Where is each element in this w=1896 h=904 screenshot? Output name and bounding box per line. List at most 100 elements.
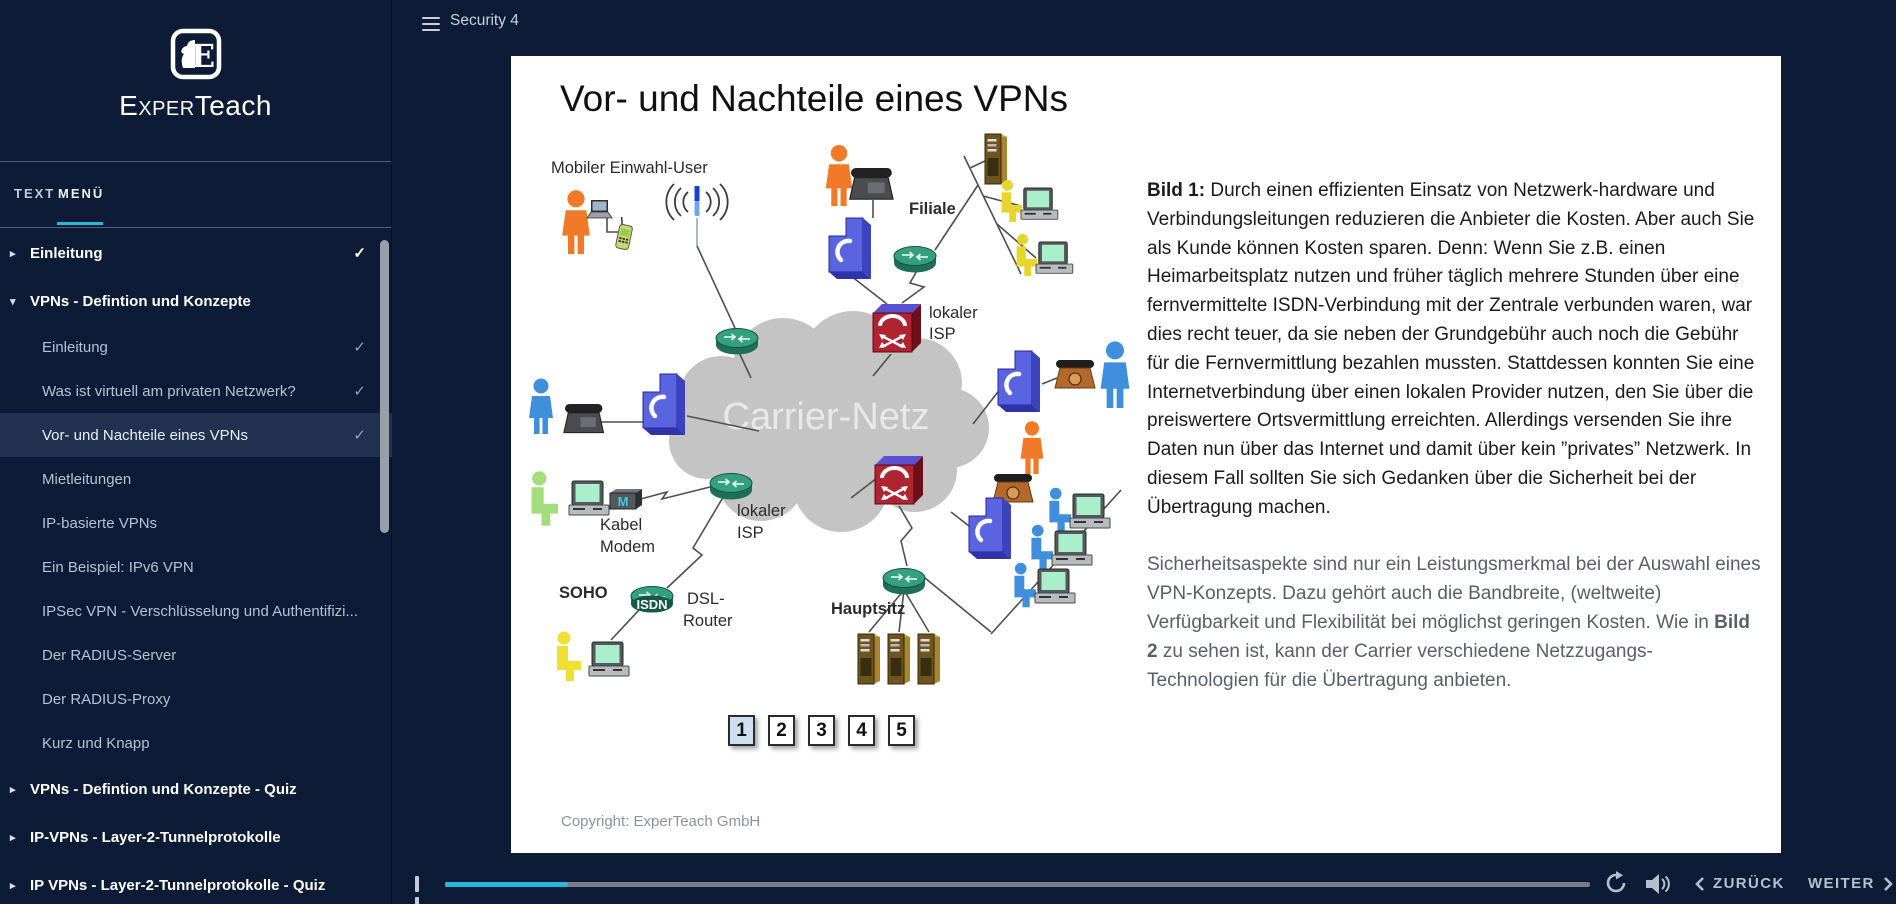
bild2-ref: Bild 2 <box>1147 611 1751 662</box>
logo-letter: E <box>190 37 214 75</box>
menu-item-label: Ein Beispiel: IPv6 VPN <box>42 558 194 576</box>
next-button-label: WEITER <box>1808 875 1875 892</box>
menu-item-label: Einleitung <box>42 338 108 356</box>
menu-item[interactable]: IP-basierte VPNs <box>0 501 392 545</box>
filiale-pbx-icon <box>829 218 871 279</box>
experteach-logo: E ExperTeach <box>0 28 391 122</box>
filiale-computer-1 <box>1020 187 1059 220</box>
page-button-1[interactable]: 1 <box>728 715 755 746</box>
soho-computer <box>588 641 630 677</box>
menu-item[interactable]: IPSec VPN - Verschlüsselung und Authenti… <box>0 589 392 633</box>
hq-phone-person <box>1100 341 1130 408</box>
menu-item-label: IP VPNs - Layer-2-Tunnelprotokolle - Qui… <box>30 876 326 894</box>
menu-item[interactable]: Der RADIUS-Server <box>0 633 392 677</box>
back-button-label: ZURÜCK <box>1713 875 1785 892</box>
menu-item[interactable]: Vor- und Nachteile eines VPNs✓ <box>0 413 392 457</box>
menu-item[interactable]: ▸ VPNs - Defintion und Konzepte - Quiz <box>0 765 392 813</box>
sidebar-scrollbar-thumb[interactable] <box>380 240 389 533</box>
pbx-icon <box>643 374 685 435</box>
progress-bar[interactable] <box>445 882 1590 887</box>
dsl-router-label-1: DSL- <box>687 590 725 608</box>
hauptsitz-server-1 <box>857 633 881 685</box>
soho-label: SOHO <box>559 584 608 602</box>
tab-text[interactable]: TEXT <box>14 186 56 201</box>
menu-item[interactable]: ▸IP VPNs - Layer-2-Tunnelprotokolle - Qu… <box>0 861 392 904</box>
menu-item-label: Kurz und Knapp <box>42 734 150 752</box>
menu-item[interactable]: Einleitung✓ <box>0 325 392 369</box>
menu-item[interactable]: ▾VPNs - Defintion und Konzepte <box>0 277 392 325</box>
dsl-router-label-2: Router <box>683 612 733 630</box>
menu-item[interactable]: ▸Einleitung✓ <box>0 229 392 277</box>
isp-switch-center-icon <box>873 454 925 506</box>
isp-top-label-1: lokaler <box>929 304 978 322</box>
replay-icon[interactable] <box>1604 871 1628 895</box>
slide-paragraph-1: Bild 1: Durch einen effizienten Einsatz … <box>1147 177 1763 523</box>
isp-top-label-2: ISP <box>929 325 956 343</box>
paragraph-2-part2: zu sehen ist, kann der Carrier verschied… <box>1147 640 1653 691</box>
hq-worker-1 <box>1049 487 1071 533</box>
player-bar: ZURÜCK WEITER <box>392 853 1896 904</box>
kabel-modem-label-1: Kabel <box>600 516 642 534</box>
menu-item-label: VPNs - Defintion und Konzepte - Quiz <box>30 780 297 798</box>
menu-item-label: VPNs - Defintion und Konzepte <box>30 292 251 310</box>
page-button-2[interactable]: 2 <box>768 715 795 746</box>
rotary-phone-1 <box>1054 359 1096 389</box>
page-button-3[interactable]: 3 <box>808 715 835 746</box>
tab-menu[interactable]: MENÜ <box>58 186 105 201</box>
menu-item[interactable]: Was ist virtuell am privaten Netzwerk? ✓ <box>0 369 392 413</box>
vpn-network-diagram: Carrier-Netz <box>529 133 1130 685</box>
laptop-icon <box>586 199 613 219</box>
chevron-right-icon: ▸ <box>10 783 16 796</box>
bild1-lead: Bild 1: <box>1147 180 1206 201</box>
hauptsitz-server-2 <box>887 633 911 685</box>
brand-part2: Teach <box>194 90 272 121</box>
slide-title: Vor- und Nachteile eines VPNs <box>560 78 1068 119</box>
checkmark-icon: ✓ <box>353 383 366 400</box>
menu-item-label: Der RADIUS-Proxy <box>42 690 171 708</box>
sidebar: E ExperTeach TEXT MENÜ ▸Einleitung✓▾VPNs… <box>0 0 392 904</box>
filiale-label: Filiale <box>909 200 956 218</box>
filiale-router-icon <box>893 245 937 274</box>
slide-paragraph-2: Sicherheitsaspekte sind nur ein Leistung… <box>1147 551 1763 695</box>
back-button[interactable]: ZURÜCK <box>1695 875 1785 892</box>
chevron-right-icon: ▸ <box>10 247 16 260</box>
page-button-4[interactable]: 4 <box>848 715 875 746</box>
cable-modem-icon: M <box>609 489 642 510</box>
pause-icon[interactable] <box>415 876 427 904</box>
sidebar-tabs: TEXT MENÜ <box>0 184 391 227</box>
paragraph-2-part1: Sicherheitsaspekte sind nur ein Leistung… <box>1147 554 1761 633</box>
volume-icon[interactable] <box>1646 873 1672 895</box>
chevron-left-icon <box>1695 876 1704 891</box>
chevron-right-icon: ▸ <box>10 831 16 844</box>
menu-item-label: Was ist virtuell am privaten Netzwerk? <box>42 382 296 400</box>
sidebar-divider-top <box>0 161 391 162</box>
hauptsitz-label: Hauptsitz <box>831 600 905 618</box>
hauptsitz-server-3 <box>917 633 941 685</box>
menu-item[interactable]: Der RADIUS-Proxy <box>0 677 392 721</box>
mobile-user-person <box>562 190 590 254</box>
brand-part1: Exper <box>119 90 195 121</box>
radio-antenna-icon <box>665 183 729 221</box>
chevron-right-icon <box>1883 876 1893 891</box>
menu-item[interactable]: ▸IP-VPNs - Layer-2-Tunnelprotokolle <box>0 813 392 861</box>
course-title: Security 4 <box>450 12 519 29</box>
isdn-label: ISDN <box>636 597 667 612</box>
kabel-modem-label-2: Modem <box>600 538 655 556</box>
phone-user-person <box>529 378 553 434</box>
hamburger-menu-icon[interactable] <box>422 17 440 31</box>
hq-orange-person <box>1020 421 1044 474</box>
menu-item[interactable]: Kurz und Knapp <box>0 721 392 765</box>
cellphone-icon <box>614 216 636 251</box>
hq-computer-3 <box>1034 568 1076 604</box>
menu-item[interactable]: Ein Beispiel: IPv6 VPN <box>0 545 392 589</box>
menu-item-label: IP-basierte VPNs <box>42 514 158 532</box>
brand-wordmark: ExperTeach <box>0 90 391 122</box>
modem-m-label: M <box>618 494 629 509</box>
hauptsitz-router-icon <box>882 567 926 596</box>
page-button-5[interactable]: 5 <box>888 715 915 746</box>
next-button[interactable]: WEITER <box>1808 875 1893 892</box>
local-isp-router-icon <box>709 472 753 501</box>
menu-item[interactable]: Mietleitungen <box>0 457 392 501</box>
